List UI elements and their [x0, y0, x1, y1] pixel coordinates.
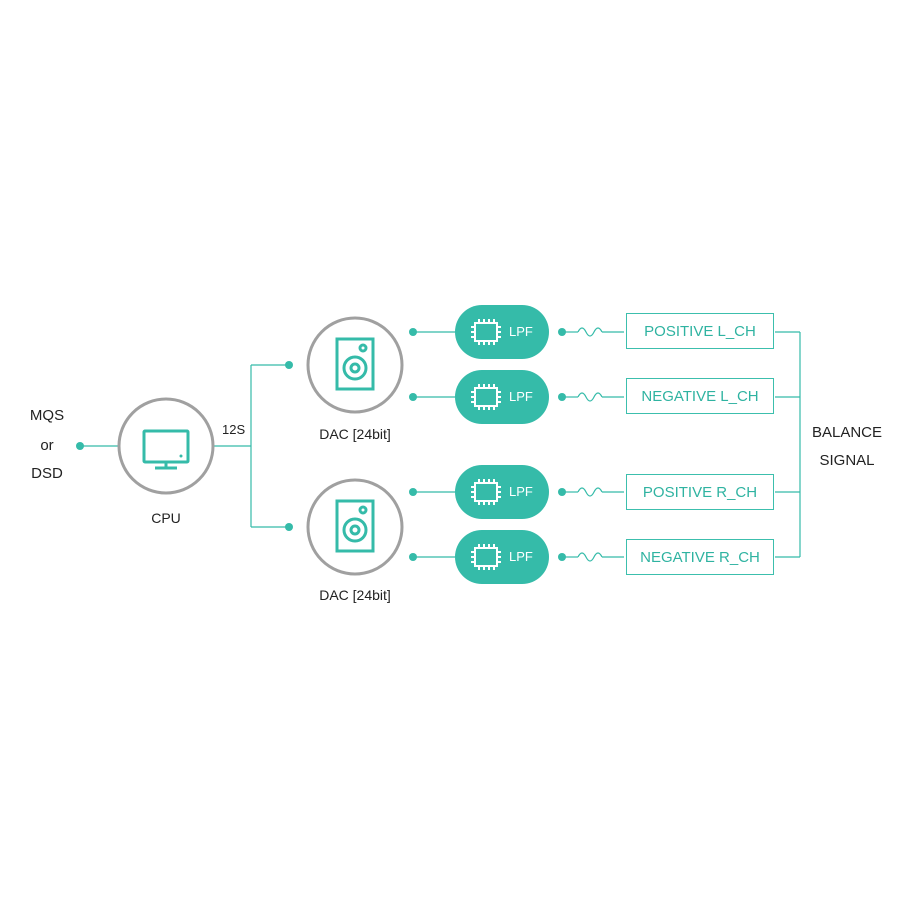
connector-dot: [285, 361, 293, 369]
bus-label: 12S: [222, 422, 246, 437]
dac-label-1: DAC [24bit]: [319, 426, 391, 442]
lpf-label-4: LPF: [509, 549, 533, 564]
wave-icon: [577, 327, 603, 337]
lpf-label-1: LPF: [509, 324, 533, 339]
output-box-negative-r: NEGATIVE R_CH: [626, 539, 774, 575]
connector-dot: [409, 488, 417, 496]
source-label-line2: or: [40, 437, 54, 454]
lpf-label-3: LPF: [509, 484, 533, 499]
wave-icon: [577, 487, 603, 497]
wave-icon: [577, 392, 603, 402]
connector-dot: [409, 328, 417, 336]
output-box-positive-l: POSITIVE L_CH: [626, 313, 774, 349]
dac-node-1: [306, 316, 404, 414]
wave-icon: [577, 552, 603, 562]
monitor-icon: [142, 429, 190, 470]
dac-label-2: DAC [24bit]: [319, 587, 391, 603]
output-box-positive-r: POSITIVE R_CH: [626, 474, 774, 510]
connector-dot: [558, 553, 566, 561]
result-label-line2: SIGNAL: [819, 452, 875, 469]
chip-icon: [471, 544, 501, 570]
lpf-block-1: [455, 305, 549, 359]
lpf-block-3: [455, 465, 549, 519]
connector-dot: [285, 523, 293, 531]
dac-node-2: [306, 478, 404, 576]
lpf-block-4: [455, 530, 549, 584]
connector-dot: [76, 442, 84, 450]
speaker-icon: [335, 337, 375, 391]
connector-dot: [409, 553, 417, 561]
source-label-line1: MQS: [29, 407, 65, 424]
connector-dot: [558, 393, 566, 401]
speaker-icon: [335, 499, 375, 553]
connector-dot: [409, 393, 417, 401]
result-label-line1: BALANCE: [811, 424, 883, 441]
chip-icon: [471, 384, 501, 410]
cpu-node: [117, 397, 215, 495]
chip-icon: [471, 319, 501, 345]
lpf-label-2: LPF: [509, 389, 533, 404]
connector-dot: [558, 488, 566, 496]
lpf-block-2: [455, 370, 549, 424]
source-label-line3: DSD: [31, 465, 63, 482]
cpu-label: CPU: [151, 510, 181, 526]
chip-icon: [471, 479, 501, 505]
output-box-negative-l: NEGATIVE L_CH: [626, 378, 774, 414]
connector-dot: [558, 328, 566, 336]
